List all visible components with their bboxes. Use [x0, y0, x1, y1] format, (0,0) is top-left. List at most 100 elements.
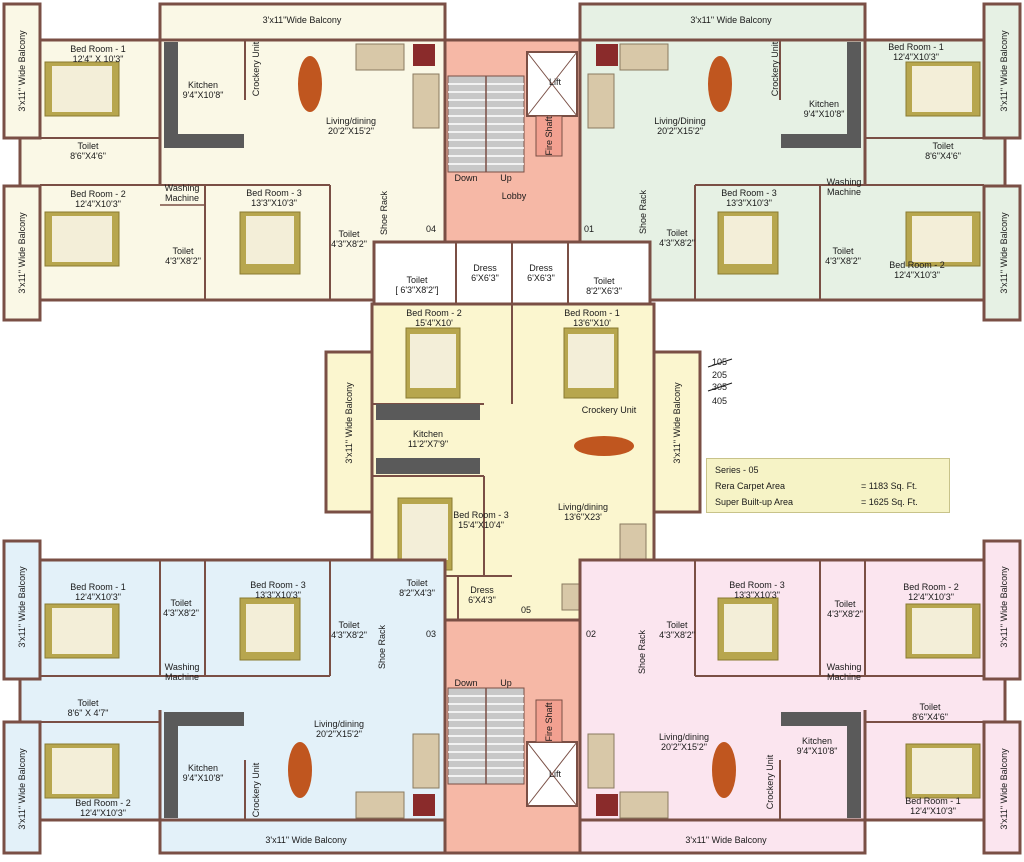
flat-01-crockery-label: Crockery Unit: [770, 41, 780, 97]
flat-02-right-balcony-1-label: 3'x11" Wide Balcony: [999, 566, 1009, 648]
flat-05-bed-2-label: Bed Room - 2 15'4"X10': [406, 308, 462, 328]
flat-number-02: 02: [585, 629, 597, 639]
flat-04-left-balcony-1: [2, 2, 42, 140]
flat-02-toilet-c-label: Toilet 4'3"X8'2": [827, 599, 863, 619]
flat-03-bed-3-label: Bed Room - 3 13'3"X10'3": [250, 580, 306, 600]
flat-03-bottom-balcony-label: 3'x11" Wide Balcony: [265, 835, 347, 845]
flat-number-01: 01: [583, 224, 595, 234]
flat-01-bed-1-label: Bed Room - 1 12'4"X10'3": [888, 42, 944, 62]
bottom-fire-shaft: [535, 699, 563, 743]
flat-01-right-balcony-1-label: 3'x11" Wide Balcony: [999, 30, 1009, 112]
flat-02-bed-3-label: Bed Room - 3 13'3"X10'3": [729, 580, 785, 600]
top-stairs-down-label: Down: [454, 173, 478, 183]
flat-05-left-balcony: [324, 350, 374, 514]
unit-number-105: 105: [712, 357, 728, 367]
flat-01-top-balcony-label: 3'x11" Wide Balcony: [690, 15, 772, 25]
flat-03-living-label: Living/dining 20'2"X15'2": [313, 719, 365, 739]
flat-04-top-balcony: [158, 2, 447, 42]
flat-03-washing-label: Washing Machine: [164, 662, 200, 682]
flat-03-sofa: [412, 733, 440, 789]
flat-01-top-balcony: [578, 2, 867, 42]
flat-05-kitchen-counter: [376, 404, 480, 420]
flat-05-right-balcony-label: 3'x11" Wide Balcony: [672, 382, 682, 464]
flat-05-dress-l-label: Dress 6'X6'3": [471, 263, 499, 283]
flat-04-toilet-a-label: Toilet 8'6"X4'6": [70, 141, 106, 161]
top-fire-shaft-label: Fire Shaft: [544, 116, 554, 156]
top-fire-shaft: [535, 115, 563, 157]
flat-01-right-balcony-2: [982, 184, 1022, 322]
strike-305: [707, 382, 733, 392]
flat-04-toilet-b-label: Toilet 4'3"X8'2": [165, 246, 201, 266]
flat-01-toilet-c-label: Toilet 4'3"X8'2": [825, 246, 861, 266]
super-built-up-value: = 1625 Sq. Ft.: [861, 497, 918, 507]
unit-number-305: 305: [712, 382, 728, 392]
flat-02-toilet-b-label: Toilet 4'3"X8'2": [659, 620, 695, 640]
strike-105: [707, 358, 733, 368]
flat-02-kitchen-label: Kitchen 9'4"X10'8": [796, 736, 838, 756]
flat-02-toilet-a-label: Toilet 8'6"X4'6": [912, 702, 948, 722]
flat-04-bed-2-label: Bed Room - 2 12'4"X10'3": [70, 189, 126, 209]
top-lobby-label: Lobby: [501, 191, 527, 201]
flat-04-bed-1-label: Bed Room - 1 12'4" X 10'3": [70, 44, 126, 64]
flat-05-left-balcony-label: 3'x11" Wide Balcony: [344, 382, 354, 464]
flat-05-kitchen-label: Kitchen 11'2"X7'9": [407, 429, 449, 449]
bottom-stairs-up-label: Up: [500, 678, 512, 688]
flat-02-crockery-label: Crockery Unit: [765, 754, 775, 810]
flat-04-toilet-c-label: Toilet 4'3"X8'2": [331, 229, 367, 249]
flat-04-crockery-label: Crockery Unit: [251, 41, 261, 97]
flat-05-dress-b-label: Dress 6'X4'3": [468, 585, 496, 605]
flat-01-kitchen-label: Kitchen 9'4"X10'8": [803, 99, 845, 119]
flat-02-bed-2-label: Bed Room - 2 12'4"X10'3": [903, 582, 959, 602]
flat-02-right-balcony-1: [982, 539, 1022, 681]
flat-04-shoe-rack-label: Shoe Rack: [379, 190, 389, 236]
rera-area-label: Rera Carpet Area: [715, 481, 786, 491]
flat-02-layout: [578, 539, 1022, 855]
flat-03-layout: [2, 539, 447, 855]
flat-02-right-balcony-2: [982, 720, 1022, 855]
top-core: [443, 38, 582, 244]
flat-03-bed-1-label: Bed Room - 1 12'4"X10'3": [70, 582, 126, 602]
super-built-up-label: Super Built-up Area: [715, 497, 794, 507]
flat-04-layout: [2, 2, 447, 322]
flat-05-toilet-r-label: Toilet 8'2"X6'3": [586, 276, 622, 296]
flat-04-kitchen-counter: [164, 42, 178, 148]
flat-01-right-balcony-1: [982, 2, 1022, 140]
flat-02-living-label: Living/dining 20'2"X15'2": [658, 732, 710, 752]
top-stairs-up-label: Up: [500, 173, 512, 183]
flat-01-dining-table: [708, 56, 732, 112]
flat-01-sofa: [587, 73, 615, 129]
flat-02-bed-1-label: Bed Room - 1 12'4"X10'3": [905, 796, 961, 816]
flat-05-dining-table: [574, 436, 634, 456]
flat-02-right-balcony-2-label: 3'x11" Wide Balcony: [999, 748, 1009, 830]
unit-number-205: 205: [712, 370, 728, 380]
flat-05-toilet-b-label: Toilet 8'2"X4'3": [399, 578, 435, 598]
flat-04-washing-label: Washing Machine: [164, 183, 200, 203]
flat-03-left-balcony-2-label: 3'x11" Wide Balcony: [17, 748, 27, 830]
flat-03-left-balcony-1-label: 3'x11" Wide Balcony: [17, 566, 27, 648]
flat-04-living-label: Living/dining 20'2"X15'2": [325, 116, 377, 136]
flat-04-left-balcony-2: [2, 184, 42, 322]
flat-01-toilet-a-label: Toilet 8'6"X4'6": [925, 141, 961, 161]
flat-03-bed-2-label: Bed Room - 2 12'4"X10'3": [75, 798, 131, 818]
flat-01-living-label: Living/Dining 20'2"X15'2": [654, 116, 706, 136]
flat-01-right-balcony-2-label: 3'x11" Wide Balcony: [999, 212, 1009, 294]
flat-02-washing-label: Washing Machine: [826, 662, 862, 682]
flat-02-sofa: [587, 733, 615, 789]
flat-04-top-balcony-label: 3'x11"Wide Balcony: [262, 15, 342, 25]
flat-05-bed-1-label: Bed Room - 1 13'6"X10': [564, 308, 620, 328]
flat-05-living-label: Living/dining 13'6"X23': [557, 502, 609, 522]
bottom-lift-label: Lift: [548, 769, 562, 779]
flat-05-right-balcony: [652, 350, 702, 514]
flat-05-bed-3-label: Bed Room - 3 15'4"X10'4": [453, 510, 509, 530]
flat-03-kitchen-label: Kitchen 9'4"X10'8": [182, 763, 224, 783]
flat-03-bottom-balcony: [158, 818, 447, 855]
unit-number-405: 405: [712, 396, 728, 406]
flat-03-crockery-label: Crockery Unit: [251, 762, 261, 818]
flat-01-washing-label: Washing Machine: [826, 177, 862, 197]
flat-04-sofa: [412, 73, 440, 129]
flat-05-dress-r-label: Dress 6'X6'3": [527, 263, 555, 283]
flat-04-kitchen-label: Kitchen 9'4"X10'8": [182, 80, 224, 100]
flat-04-bed-3-label: Bed Room - 3 13'3"X10'3": [246, 188, 302, 208]
flat-03-kitchen-counter: [164, 712, 178, 818]
